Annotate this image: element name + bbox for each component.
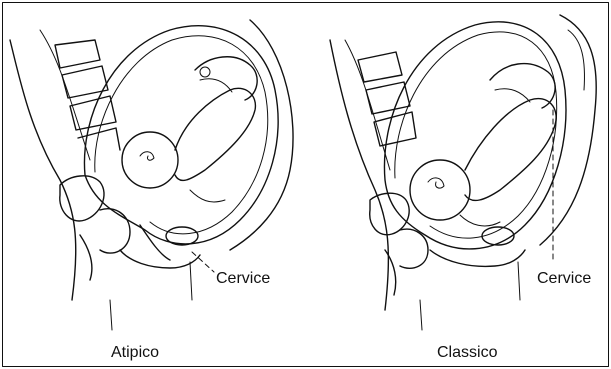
spine-left bbox=[40, 30, 120, 160]
outer-border bbox=[3, 3, 609, 367]
uterus-wall-right bbox=[384, 22, 565, 249]
fetus-right bbox=[410, 64, 556, 226]
back-outline-right bbox=[330, 40, 388, 310]
caption-classic: Classico bbox=[437, 344, 498, 361]
caption-atypical: Atipico bbox=[111, 344, 159, 361]
fetus-left bbox=[122, 57, 257, 202]
spine-right bbox=[345, 40, 416, 170]
pelvis-left bbox=[60, 176, 200, 330]
abdomen-front-left bbox=[230, 20, 293, 250]
panel-classic: Cervice Classico bbox=[330, 15, 596, 361]
cervix-label-left: Cervice bbox=[216, 270, 270, 287]
abdomen-front-right bbox=[540, 15, 596, 245]
pelvis-right bbox=[370, 193, 525, 330]
cervix-pointer-left bbox=[192, 252, 214, 272]
back-outline-left bbox=[10, 40, 76, 300]
panel-atypical: Cervice Atipico bbox=[10, 20, 293, 361]
cervix-label-right: Cervice bbox=[537, 270, 591, 287]
